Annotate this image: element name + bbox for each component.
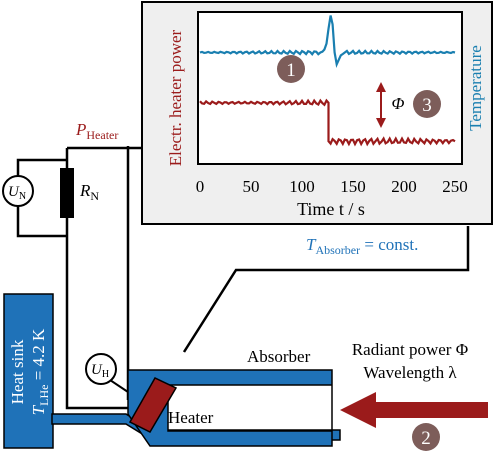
plot-series-layer <box>199 15 456 147</box>
series-heater-power-line <box>199 98 456 147</box>
x-tick-label: 250 <box>442 177 468 196</box>
x-tick-label: 100 <box>289 177 315 196</box>
marker-1-label: 1 <box>286 60 296 81</box>
x-tick-label: 150 <box>340 177 366 196</box>
x-tick-label: 200 <box>391 177 417 196</box>
voltmeter-un <box>2 175 34 207</box>
marker-1-circle <box>277 55 305 83</box>
marker-3-circle <box>413 90 441 118</box>
radiation-arrow <box>340 392 488 428</box>
phi-label: Φ <box>392 94 405 113</box>
heater-circuit-wires <box>16 146 142 410</box>
marker-2-label: 2 <box>421 428 431 449</box>
plot-area <box>197 11 463 165</box>
heat-sink <box>3 293 54 449</box>
voltmeter-uh <box>85 353 117 385</box>
absorber-cavity <box>127 369 333 447</box>
xlabel: Time t / s <box>297 199 365 219</box>
x-tick-label: 0 <box>196 177 205 196</box>
marker-2-circle <box>412 423 440 451</box>
heat-sink-label: Heat sink <box>8 339 27 404</box>
t-absorber-label: TAbsorber = const. <box>306 235 418 257</box>
radiant-power-label: Radiant power Φ <box>352 340 468 359</box>
x-tick-label: 50 <box>243 177 260 196</box>
ylabel-heater-power: Electr. heater power <box>166 29 185 166</box>
ylabel-temperature: Temperature <box>466 45 485 131</box>
x-tick-labels: 0 50 100 150 200 250 <box>196 177 468 196</box>
absorber-temperature-line <box>182 226 470 353</box>
series-temperature-line <box>199 15 456 68</box>
heater-element <box>128 377 178 433</box>
wavelength-label: Wavelength λ <box>363 363 457 382</box>
resistor-rn <box>60 168 74 218</box>
marker-3-label: 3 <box>422 95 432 116</box>
un-label: UN <box>8 184 26 202</box>
p-heater-label: PHeater <box>75 120 118 142</box>
uh-label: UH <box>91 362 109 380</box>
rn-label: RN <box>79 181 99 203</box>
phi-step-arrow <box>376 82 386 128</box>
heat-sink-temp-label: TLHe = 4.2 K <box>29 328 51 415</box>
absorber-label: Absorber <box>247 347 311 366</box>
heater-label: Heater <box>168 408 214 427</box>
